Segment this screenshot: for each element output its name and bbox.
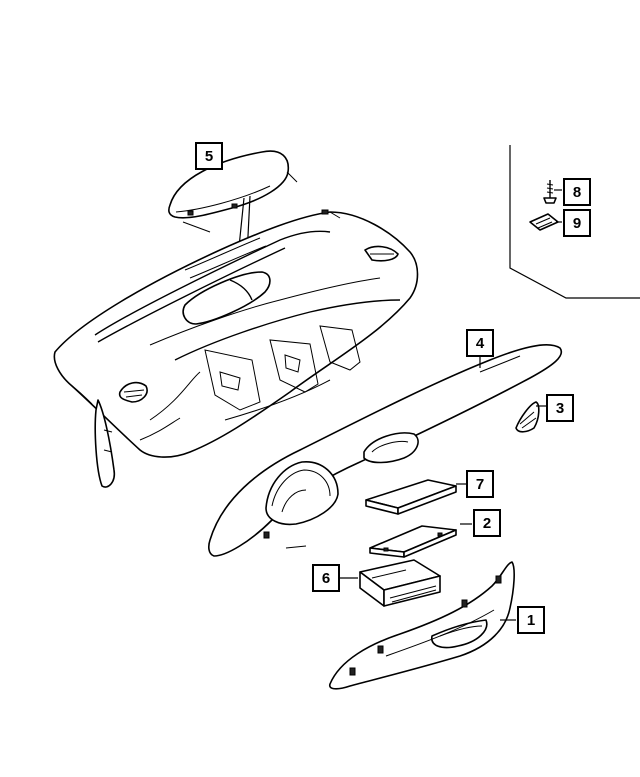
- callout-5: 5: [195, 142, 223, 170]
- part-8-screw: [543, 180, 562, 204]
- callout-3: 3: [546, 394, 574, 422]
- part-4-lower-bezel: [208, 344, 563, 557]
- part-6-module: [340, 559, 441, 607]
- part-dashboard-carrier: [53, 209, 419, 488]
- callout-9: 9: [563, 209, 591, 237]
- part-2-cover: [369, 523, 472, 558]
- callout-7: 7: [466, 470, 494, 498]
- callout-1: 1: [517, 606, 545, 634]
- part-7-panel: [365, 479, 466, 515]
- callout-6: 6: [312, 564, 340, 592]
- callout-2: 2: [473, 509, 501, 537]
- part-3-side-trim: [515, 401, 546, 433]
- part-9-clip: [529, 213, 562, 231]
- part-1-lower-panel: [328, 561, 516, 690]
- callout-4: 4: [466, 329, 494, 357]
- fastener-inset-frame: [509, 145, 640, 299]
- callout-8: 8: [563, 178, 591, 206]
